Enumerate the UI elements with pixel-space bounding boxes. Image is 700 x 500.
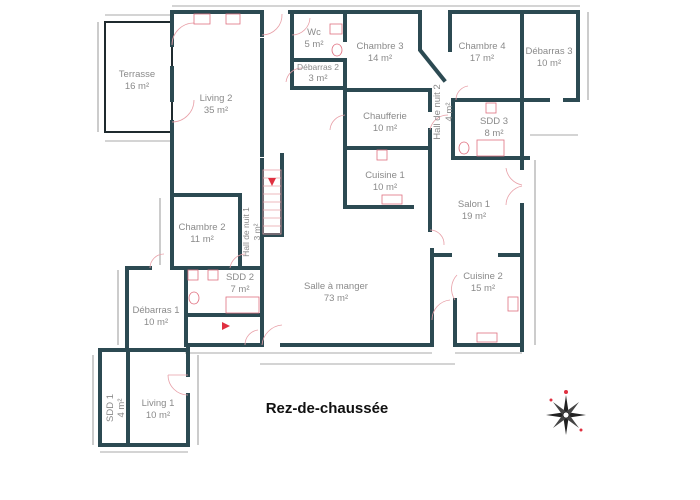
svg-text:Wc: Wc — [307, 27, 321, 38]
svg-text:Living 2: Living 2 — [200, 93, 233, 104]
room-salon-1: Salon 119 m² — [458, 199, 490, 222]
floor-title: Rez-de-chaussée — [266, 400, 389, 417]
room-debarras-1: Débarras 110 m² — [133, 305, 180, 328]
svg-text:Hall de nuit 2: Hall de nuit 2 — [432, 84, 443, 139]
svg-text:4 m²: 4 m² — [116, 399, 127, 418]
svg-text:Débarras 3: Débarras 3 — [526, 46, 573, 57]
svg-text:16 m²: 16 m² — [125, 81, 149, 92]
room-debarras-2: Débarras 23 m² — [297, 62, 339, 84]
sink-icon — [507, 296, 519, 312]
svg-text:3 m²: 3 m² — [309, 73, 328, 84]
room-chambre-3: Chambre 314 m² — [357, 41, 404, 64]
toilet-icon — [188, 291, 200, 305]
svg-text:10 m²: 10 m² — [373, 182, 397, 193]
stove-icon — [225, 13, 241, 25]
room-chambre-2: Chambre 211 m² — [179, 222, 226, 245]
svg-text:Chambre 2: Chambre 2 — [179, 222, 226, 233]
walls — [98, 10, 580, 447]
svg-text:10 m²: 10 m² — [144, 317, 168, 328]
room-sdd-2: SDD 27 m² — [226, 272, 254, 295]
svg-text:10 m²: 10 m² — [537, 58, 561, 69]
svg-text:Salle à manger: Salle à manger — [304, 281, 368, 292]
svg-text:35 m²: 35 m² — [204, 105, 228, 116]
svg-text:Cuisine 1: Cuisine 1 — [365, 170, 405, 181]
svg-text:Débarras 1: Débarras 1 — [133, 305, 180, 316]
svg-text:11 m²: 11 m² — [190, 234, 214, 245]
svg-text:73 m²: 73 m² — [324, 293, 348, 304]
svg-text:Hall de nuit 1: Hall de nuit 1 — [241, 207, 251, 257]
room-living-2: Living 235 m² — [200, 93, 233, 116]
room-wc: Wc5 m² — [305, 27, 324, 50]
svg-text:SDD 3: SDD 3 — [480, 116, 508, 127]
room-cuisine-2: Cuisine 215 m² — [463, 271, 503, 294]
sink-icon — [329, 23, 343, 35]
room-cuisine-1: Cuisine 110 m² — [365, 170, 405, 193]
svg-text:14 m²: 14 m² — [368, 53, 392, 64]
sink-icon — [193, 13, 211, 25]
svg-text:10 m²: 10 m² — [373, 123, 397, 134]
svg-text:4 m²: 4 m² — [444, 103, 455, 122]
svg-text:8 m²: 8 m² — [485, 128, 504, 139]
svg-text:SDD 2: SDD 2 — [226, 272, 254, 283]
svg-text:7 m²: 7 m² — [231, 284, 250, 295]
svg-text:Terrasse: Terrasse — [119, 69, 155, 80]
bathtub-icon — [476, 139, 505, 157]
svg-text:SDD 1: SDD 1 — [105, 394, 116, 422]
fixtures — [187, 13, 519, 343]
room-chambre-4: Chambre 417 m² — [459, 41, 506, 64]
toilet-icon — [458, 141, 470, 155]
svg-text:Débarras 2: Débarras 2 — [297, 62, 339, 72]
toilet-icon — [331, 43, 343, 57]
room-living-1: Living 110 m² — [142, 398, 175, 421]
sink-icon — [207, 269, 219, 281]
svg-text:Living 1: Living 1 — [142, 398, 175, 409]
svg-text:Chambre 4: Chambre 4 — [459, 41, 506, 52]
svg-text:Salon 1: Salon 1 — [458, 199, 490, 210]
sink-icon — [485, 102, 497, 114]
arrow-icon — [222, 322, 230, 330]
stove-icon — [476, 332, 498, 343]
svg-text:19 m²: 19 m² — [462, 211, 486, 222]
svg-text:15 m²: 15 m² — [471, 283, 495, 294]
svg-text:17 m²: 17 m² — [470, 53, 494, 64]
svg-text:5 m²: 5 m² — [305, 39, 324, 50]
svg-text:Chambre 3: Chambre 3 — [357, 41, 404, 52]
room-debarras-3: Débarras 310 m² — [526, 46, 573, 69]
sink-icon — [376, 149, 388, 161]
sink-icon — [187, 269, 199, 281]
stove-icon — [381, 194, 403, 205]
bathtub-icon — [225, 296, 260, 314]
doors — [149, 13, 523, 396]
room-sdd-3: SDD 38 m² — [480, 116, 508, 139]
dimension-lines — [92, 5, 589, 453]
compass-rose-icon — [546, 390, 586, 435]
staircase — [262, 169, 282, 235]
stair-arrow-icon — [268, 178, 276, 186]
svg-text:10 m²: 10 m² — [146, 410, 170, 421]
svg-text:Cuisine 2: Cuisine 2 — [463, 271, 503, 282]
svg-text:3 m²: 3 m² — [252, 223, 262, 240]
svg-text:Chaufferie: Chaufferie — [363, 111, 407, 122]
